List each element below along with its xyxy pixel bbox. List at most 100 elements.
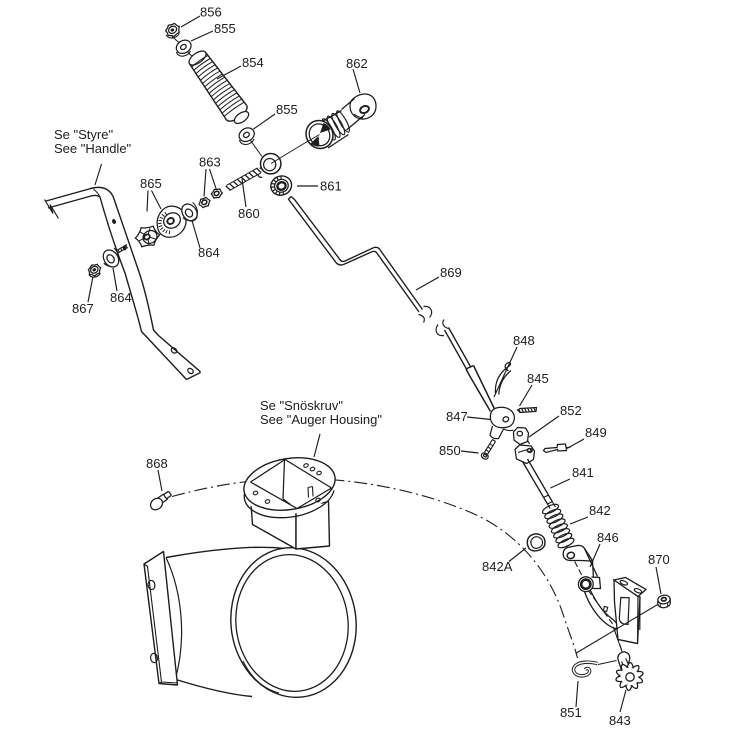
flange-holes [252,463,322,504]
nut-870 [575,594,671,654]
callout-864_left: 864 [110,290,132,305]
tube-hole-dot-1 [112,219,116,224]
detail-shape [483,453,488,458]
arm-846-pivot [579,578,592,591]
callout-862: 862 [346,56,368,71]
detail-shape [191,54,245,117]
detail-shape [102,249,120,268]
detail-shape [541,503,560,515]
detail-shape [142,229,158,245]
nut-856 [164,22,181,39]
callout-863: 863 [199,155,221,170]
housing-cylinder-top-line [165,546,285,559]
callout-855_top: 855 [214,21,236,36]
callout-842A: 842A [482,559,513,574]
detail-shape [315,497,321,503]
rod-860-threads [225,167,262,191]
plate-hole-top [147,579,156,591]
gear-843-hub [617,651,631,671]
detail-shape [516,406,538,414]
auger-housing [143,457,357,699]
detail-shape [557,537,575,549]
detail-shape [89,265,99,274]
detail-shape [252,490,259,496]
bushing-861 [270,175,293,196]
bracket-plate-flange [612,576,648,598]
housing-inner-wall-arc [242,660,280,694]
detail-shape [517,448,528,454]
callout-869: 869 [440,265,462,280]
detail-shape [518,407,536,413]
nut-870-top [657,594,671,605]
note-handle-line2: See "Handle" [54,141,132,156]
note-auger: Se "Snöskruv" See "Auger Housing" [260,398,382,427]
bracket-plate-edge [617,596,641,645]
callout-852: 852 [560,403,582,418]
detail-shape [273,178,289,193]
detail-shape [88,272,101,278]
bolt-868-head [149,497,164,511]
note-handle: Se "Styre" See "Handle" [54,127,132,156]
callout-848: 848 [513,333,535,348]
note-auger-line2: See "Auger Housing" [260,412,382,427]
detail-shape [92,268,97,272]
detail-shape [555,532,573,544]
arm-846-tab-hole [566,551,576,560]
detail-shape [553,527,571,539]
washer-864-left [102,247,120,268]
rod-869-break-upper [418,305,433,323]
knob-865-star [134,225,161,248]
detail-shape [143,233,151,241]
detail-shape [138,228,157,246]
callout-860: 860 [238,206,260,221]
callout-855_mid: 855 [276,102,298,117]
detail-shape [489,406,515,429]
grip-axis-parts [164,22,255,146]
detail-shape [163,212,181,229]
detail-shape [548,518,566,529]
bolt-868-hex2 [163,490,172,500]
cotter-pin-848 [494,361,512,395]
detail-shape [182,201,198,222]
detail-shape [655,566,662,595]
detail-shape [106,254,115,264]
callout-846: 846 [597,530,619,545]
detail-shape [238,127,255,143]
spring-842 [541,503,575,549]
grip-854 [188,50,250,125]
bracket-hole-2 [187,367,194,375]
coupler-face-shade-2 [310,136,320,147]
detail-shape [233,110,250,125]
nut-870-hole [660,596,668,602]
washer-855-top [175,39,192,57]
detail-shape [166,217,175,225]
rod-860-sides [226,167,261,192]
callout-843: 843 [609,713,631,728]
retainer-842A-inner [530,536,544,549]
housing-cylinder-back-arc [165,557,183,679]
coupler-eye-hole [359,104,370,115]
clip-gear-line [597,660,617,665]
detail-shape [546,513,564,525]
bracket-j-cutout [618,596,630,626]
arm-846-tab [562,544,594,562]
detail-shape [179,43,187,51]
nut-870-facets [659,603,669,608]
callout-851: 851 [560,705,582,720]
washer-864-right [181,201,198,222]
callout-867: 867 [72,301,94,316]
detail-shape [270,176,285,196]
detail-shape [264,499,271,504]
funnel-tab [307,485,314,498]
detail-shape [516,430,524,437]
arm-846-link [583,548,599,579]
detail-shape [175,50,192,57]
housing-cylinder-bottom-line [175,678,253,698]
bracket-hole-1 [170,347,178,354]
axis-line-washer-eye [250,140,263,157]
detail-shape [303,463,309,468]
callout-845: 845 [527,371,549,386]
detail-shape [117,245,128,253]
